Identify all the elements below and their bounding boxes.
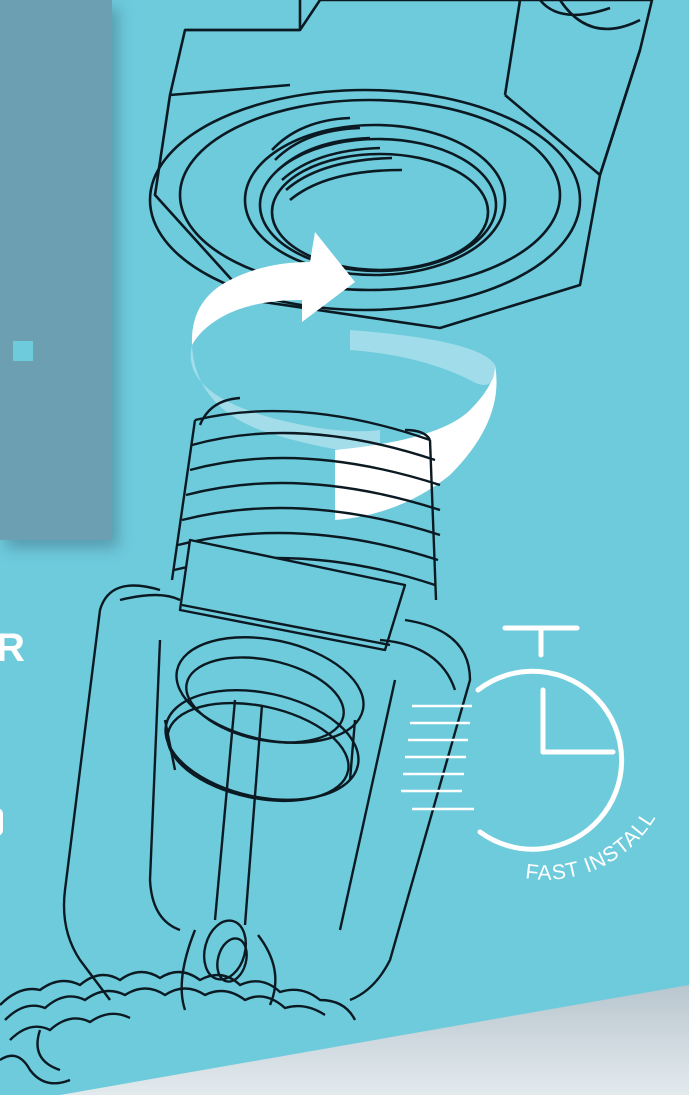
hex-fitting-icon (150, 0, 652, 328)
fast-install-label: FAST INSTALL (524, 807, 660, 885)
stopwatch-icon (478, 628, 622, 849)
floor-plane (60, 985, 689, 1095)
